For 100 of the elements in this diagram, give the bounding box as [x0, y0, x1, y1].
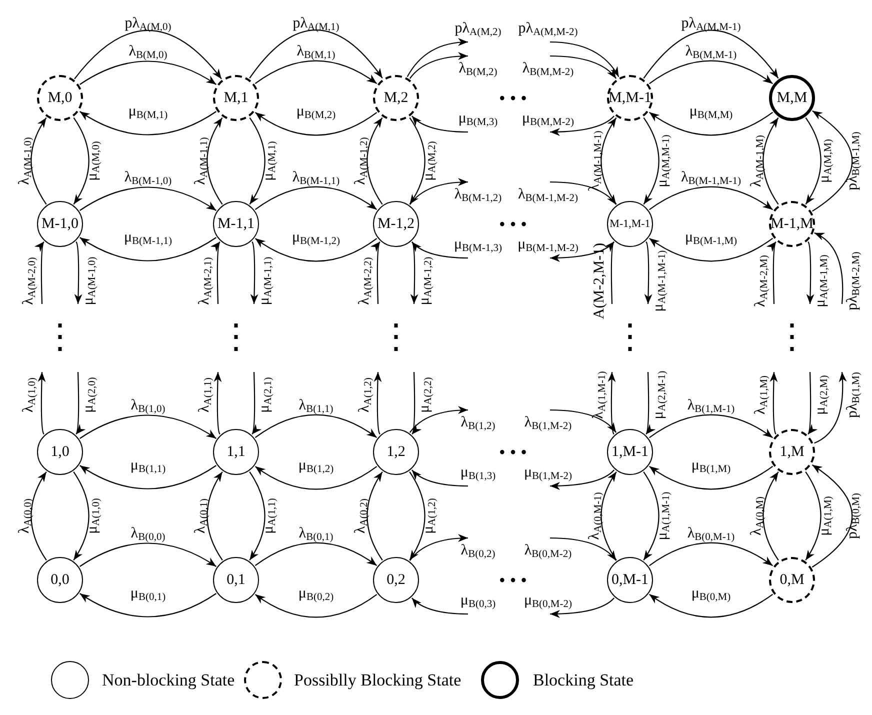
arrow	[80, 414, 216, 439]
arrow	[409, 534, 468, 561]
arrow	[649, 60, 773, 84]
arrow	[254, 238, 378, 262]
state-circle	[607, 429, 653, 475]
arrow	[254, 414, 378, 438]
edge-label: λ$_{B(0,M-2)}$	[524, 543, 572, 561]
arrow	[366, 117, 383, 205]
arrow	[806, 242, 814, 304]
arrow	[812, 464, 853, 568]
arrow	[606, 242, 614, 304]
arrow	[74, 242, 82, 304]
arrow	[409, 52, 468, 79]
edge-label: A(M-2,M-1)	[592, 242, 608, 320]
arrow	[80, 111, 216, 136]
edge-label: μ$_{B(1,M)}$	[691, 458, 731, 476]
arrow	[550, 598, 614, 618]
arrow	[600, 472, 617, 560]
arrow	[644, 242, 652, 304]
edge-label: μ$_{B(M-1,M-2)}$	[518, 237, 578, 255]
arrow	[762, 472, 779, 560]
arrow	[212, 242, 220, 304]
edge-label: λ$_{B(0,2)}$	[460, 543, 496, 561]
state-label: 0,1	[226, 572, 246, 588]
edge-label: λ$_{B(M,M-1)}$	[685, 44, 737, 62]
arrow	[649, 414, 773, 438]
arrow	[366, 472, 383, 560]
arrow	[550, 181, 617, 205]
arrow	[812, 110, 853, 212]
state-label: M,2	[384, 90, 408, 106]
arrow	[808, 372, 816, 434]
legend-label: Blocking State	[533, 672, 634, 688]
state-label: 1,M-1	[611, 444, 649, 460]
arrow	[550, 409, 617, 433]
arrow	[649, 238, 773, 262]
arrow	[643, 472, 660, 560]
edge-label: pλ$_{A(M,M-2)}$	[518, 21, 578, 39]
arrow	[36, 242, 44, 304]
edge-label: λ$_{B(M,2)}$	[458, 61, 498, 79]
arrow	[643, 117, 660, 205]
arrow	[73, 117, 90, 205]
state-label: 1,2	[386, 444, 406, 460]
edge-label: λ$_{B(0,0)}$	[130, 526, 166, 544]
edge-label: μ$_{B(1,1)}$	[130, 458, 166, 476]
arrow	[409, 178, 468, 205]
edge-label: μ$_{B(0,3)}$	[460, 593, 496, 611]
arrow	[254, 594, 378, 618]
arrow	[768, 242, 776, 304]
arrow	[74, 30, 222, 80]
arrow	[409, 117, 426, 205]
arrow	[249, 472, 266, 560]
edge-label: μ$_{B(M-1,1)}$	[124, 230, 172, 248]
edge-label: μ$_{B(M,3)}$	[458, 111, 498, 129]
state-label: 1,0	[50, 444, 70, 460]
arrow	[550, 41, 620, 78]
edge-label: μ$_{B(M-1,2)}$	[292, 230, 340, 248]
arrow	[412, 372, 420, 434]
state-circle	[769, 201, 815, 247]
state-label: M-1,0	[41, 216, 79, 232]
state-circle	[769, 75, 815, 121]
arrow	[406, 38, 468, 78]
edge-label: μ$_{B(0,M-2)}$	[524, 593, 572, 611]
state-label: 1,1	[226, 444, 246, 460]
legend-label: Possiblly Blocking State	[294, 672, 462, 688]
edge-label: λ$_{B(1,M-2)}$	[524, 415, 572, 433]
state-circle	[373, 557, 419, 603]
ellipsis: • • •	[499, 89, 527, 107]
arrow	[814, 232, 844, 304]
arrow	[252, 372, 260, 434]
arrow	[600, 117, 617, 205]
arrow	[412, 470, 468, 487]
edge-label: μ$_{B(1,M-2)}$	[524, 465, 572, 483]
arrow	[770, 372, 778, 434]
arrow	[249, 117, 266, 205]
edge-label: μ$_{B(M,M)}$	[689, 104, 733, 122]
edge-label: μ$_{B(1,3)}$	[460, 465, 496, 483]
edge-label: λ$_{B(M-1,2)}$	[454, 187, 502, 205]
arrow	[814, 372, 847, 444]
state-circle	[37, 201, 83, 247]
state-label: 0,M	[780, 572, 804, 588]
arrow	[254, 186, 378, 210]
arrow	[250, 242, 258, 304]
edge-label: μ$_{B(0,M)}$	[691, 586, 731, 604]
arrow	[805, 117, 822, 205]
arrow	[80, 542, 216, 567]
state-label: M,0	[48, 90, 72, 106]
edge-label: λ$_{B(M-1,M-1)}$	[680, 170, 742, 188]
state-label: 0,2	[386, 572, 406, 588]
state-label: M-1,M-1	[610, 218, 650, 230]
arrow	[254, 112, 378, 136]
arrow	[649, 186, 773, 210]
arrow	[412, 598, 468, 615]
arrow	[254, 542, 378, 566]
edge-label: λ$_{B(0,M-1)}$	[687, 526, 735, 544]
arrow	[73, 472, 90, 560]
edge-label: λ$_{B(M,0)}$	[128, 44, 168, 62]
state-label: 0,0	[50, 572, 70, 588]
state-circle	[213, 75, 259, 121]
arrow	[649, 112, 773, 136]
arrow	[805, 472, 822, 560]
